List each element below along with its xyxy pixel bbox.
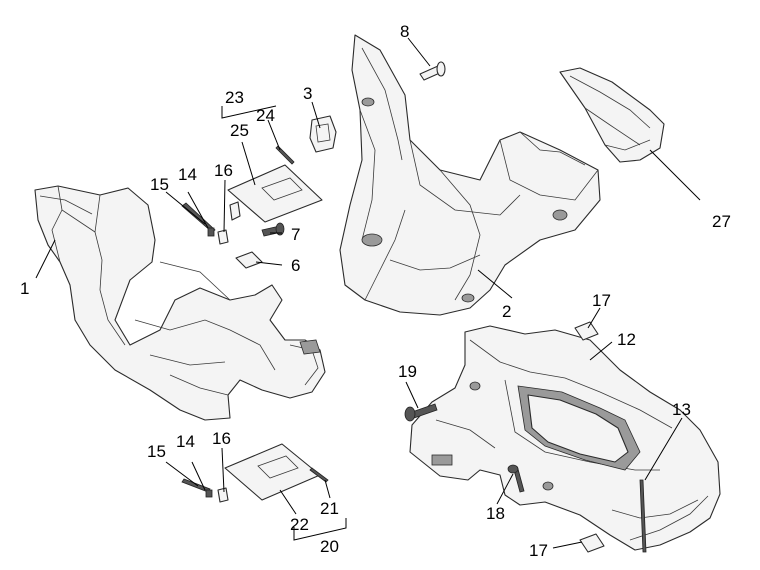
callout-16-upper: 16 — [214, 161, 233, 180]
callout-25: 25 — [230, 121, 249, 140]
callout-14-lower: 14 — [176, 432, 195, 451]
part-3-clip — [309, 115, 337, 153]
part-2-handlebar-rear-cover — [339, 34, 601, 316]
callout-15-upper: 15 — [150, 175, 169, 194]
callout-17-lower: 17 — [529, 541, 548, 560]
part-12-lower-cover — [409, 325, 721, 551]
callout-27: 27 — [712, 212, 731, 231]
part-8-screw — [419, 61, 446, 81]
part-25-bracket — [227, 164, 323, 223]
callout-18: 18 — [486, 504, 505, 523]
callout-8: 8 — [400, 22, 409, 41]
callout-23: 23 — [225, 88, 244, 107]
callout-6: 6 — [291, 256, 300, 275]
callout-13: 13 — [672, 400, 691, 419]
leader-lines — [35, 37, 701, 549]
callout-2: 2 — [502, 302, 511, 321]
callout-1: 1 — [20, 279, 29, 298]
callout-16-lower: 16 — [212, 429, 231, 448]
callout-19: 19 — [398, 362, 417, 381]
callout-20: 20 — [320, 537, 339, 556]
callout-15-lower: 15 — [147, 442, 166, 461]
hardware-lower — [181, 321, 647, 553]
part-27-trim-panel — [559, 67, 665, 163]
callout-24: 24 — [256, 106, 275, 125]
callout-14-upper: 14 — [178, 165, 197, 184]
callout-17-upper: 17 — [592, 291, 611, 310]
callout-12: 12 — [617, 330, 636, 349]
callout-7: 7 — [291, 225, 300, 244]
part-1-handlebar-front-cover — [34, 185, 326, 421]
callout-21: 21 — [320, 499, 339, 518]
callout-3: 3 — [303, 84, 312, 103]
callout-22: 22 — [290, 515, 309, 534]
part-22-bracket — [224, 443, 321, 501]
callout-labels: 1 2 3 6 7 8 12 13 14 15 16 17 18 19 20 2… — [20, 22, 731, 560]
